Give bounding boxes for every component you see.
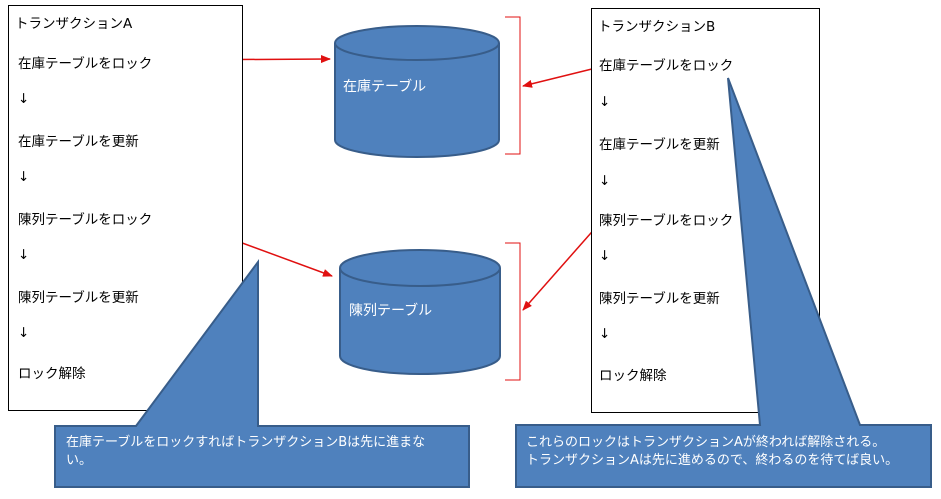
arrow-b-lock-display <box>522 224 599 311</box>
stock-table-bracket <box>505 16 521 155</box>
right-callout-line: これらのロックはトランザクションAが終われば解除される。 <box>526 435 886 450</box>
transaction-a-step: ロック解除 <box>18 366 86 382</box>
right-callout-text: これらのロックはトランザクションAが終われば解除される。 トランザクションAは先… <box>526 434 898 470</box>
transaction-b-step: 陳列テーブルを更新 <box>599 291 720 307</box>
transaction-b-step: ↓ <box>599 173 611 189</box>
stock-table-label: 在庫テーブル <box>343 79 427 95</box>
arrow-b-lock-stock <box>522 66 601 88</box>
right-callout-line: トランザクションAは先に進めるので、終わるのを待てば良い。 <box>526 453 899 468</box>
transaction-b-box: トランザクションB 在庫テーブルをロック ↓ 在庫テーブルを更新 ↓ 陳列テーブ… <box>591 8 820 413</box>
transaction-a-step: 陳列テーブルを更新 <box>18 290 139 306</box>
transaction-b-step: 在庫テーブルを更新 <box>599 137 720 153</box>
transaction-a-step: 在庫テーブルをロック <box>18 56 153 72</box>
transaction-a-step: ↓ <box>18 325 30 341</box>
transaction-a-step: ↓ <box>18 247 30 263</box>
transaction-b-step: ↓ <box>599 326 611 342</box>
left-callout-text: 在庫テーブルをロックすればトランザクションBは先に進まな い。 <box>66 434 425 470</box>
transaction-b-step: ロック解除 <box>599 368 667 384</box>
transaction-a-step: 陳列テーブルをロック <box>18 212 153 228</box>
transaction-b-step: ↓ <box>599 248 611 264</box>
display-table-bracket <box>505 242 521 381</box>
transaction-a-box: トランザクションA 在庫テーブルをロック ↓ 在庫テーブルを更新 ↓ 陳列テーブ… <box>8 5 243 411</box>
transaction-b-step: 陳列テーブルをロック <box>599 213 734 229</box>
transaction-a-title: トランザクションA <box>15 16 133 32</box>
left-callout-line: 在庫テーブルをロックすればトランザクションBは先に進まな <box>66 435 426 450</box>
left-callout-line: い。 <box>66 453 93 468</box>
transaction-a-step: 在庫テーブルを更新 <box>18 134 139 150</box>
display-table-label: 陳列テーブル <box>349 303 433 319</box>
transaction-a-step: ↓ <box>18 169 30 185</box>
stock-table-cylinder <box>334 25 500 158</box>
transaction-a-step: ↓ <box>18 91 30 107</box>
transaction-b-step: 在庫テーブルをロック <box>599 58 734 74</box>
transaction-b-title: トランザクションB <box>598 19 716 35</box>
transaction-b-step: ↓ <box>599 94 611 110</box>
